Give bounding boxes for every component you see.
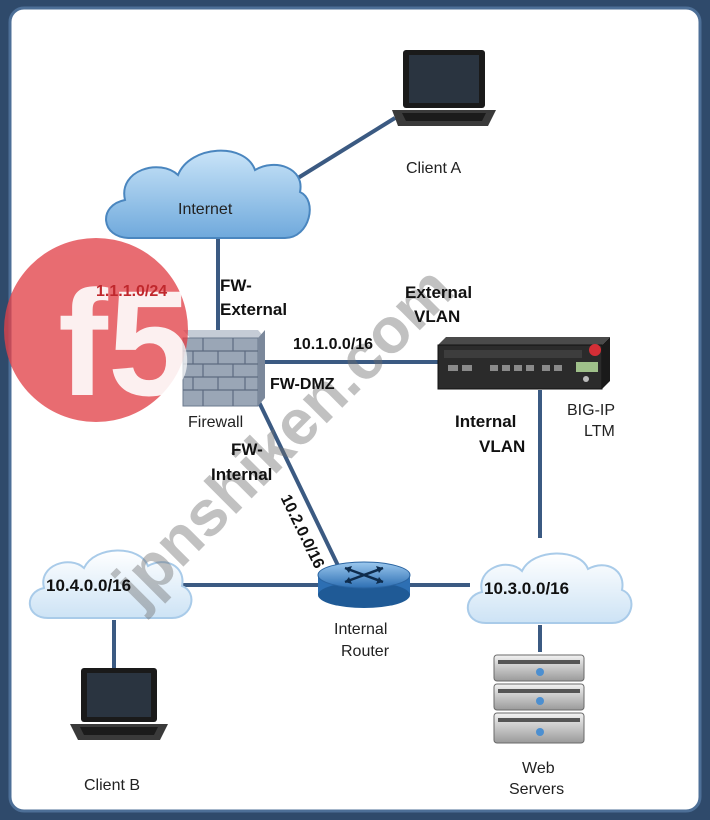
client-b-network-label: 10.4.0.0/16 [46,576,132,595]
firewall-icon [182,330,265,407]
network-cloud-icon-servers [466,552,633,624]
internal-vlan-label-line1: Internal [455,412,517,431]
bigip-appliance-icon [437,337,610,390]
external-vlan-label-line1: External [405,283,473,302]
bigip-label-line1: BIG-IP [567,402,616,419]
fw-dmz-label: FW-DMZ [270,376,335,393]
firewall-label: Firewall [188,414,244,431]
web-servers-label-line2: Servers [509,781,565,798]
dmz-network-label: 10.1.0.0/16 [293,336,374,353]
client-b-label: Client B [84,777,141,794]
laptop-icon-client-a [392,50,496,126]
link-firewall-router [256,399,347,581]
svg-text:f5: f5 [58,259,191,427]
internet-label: Internet [178,201,233,218]
bigip-label-line2: LTM [584,423,615,440]
router-label-line2: Router [341,643,390,660]
external-vlan-label-line2: VLAN [414,307,461,326]
server-network-label: 10.3.0.0/16 [484,579,570,598]
internet-cloud-icon [105,149,311,239]
web-servers-icon [493,654,585,744]
link-internet-client-a [283,116,397,188]
fw-external-label-line1: FW- [220,276,252,295]
network-cloud-icon-client-b [28,549,193,619]
client-a-label: Client A [406,160,462,177]
internal-vlan-label-line2: VLAN [479,437,526,456]
public-network-label: 1.1.1.0/24 [96,283,168,300]
router-label-line1: Internal [334,621,388,638]
fw-internal-label-line1: FW- [231,440,263,459]
f5-logo-watermark: f5 [4,238,191,427]
laptop-icon-client-b [70,668,168,740]
links [112,116,542,668]
router-icon [317,561,411,608]
fw-internal-label-line2: Internal [211,465,273,484]
fw-external-label-line2: External [220,300,288,319]
web-servers-label-line1: Web [522,760,555,777]
